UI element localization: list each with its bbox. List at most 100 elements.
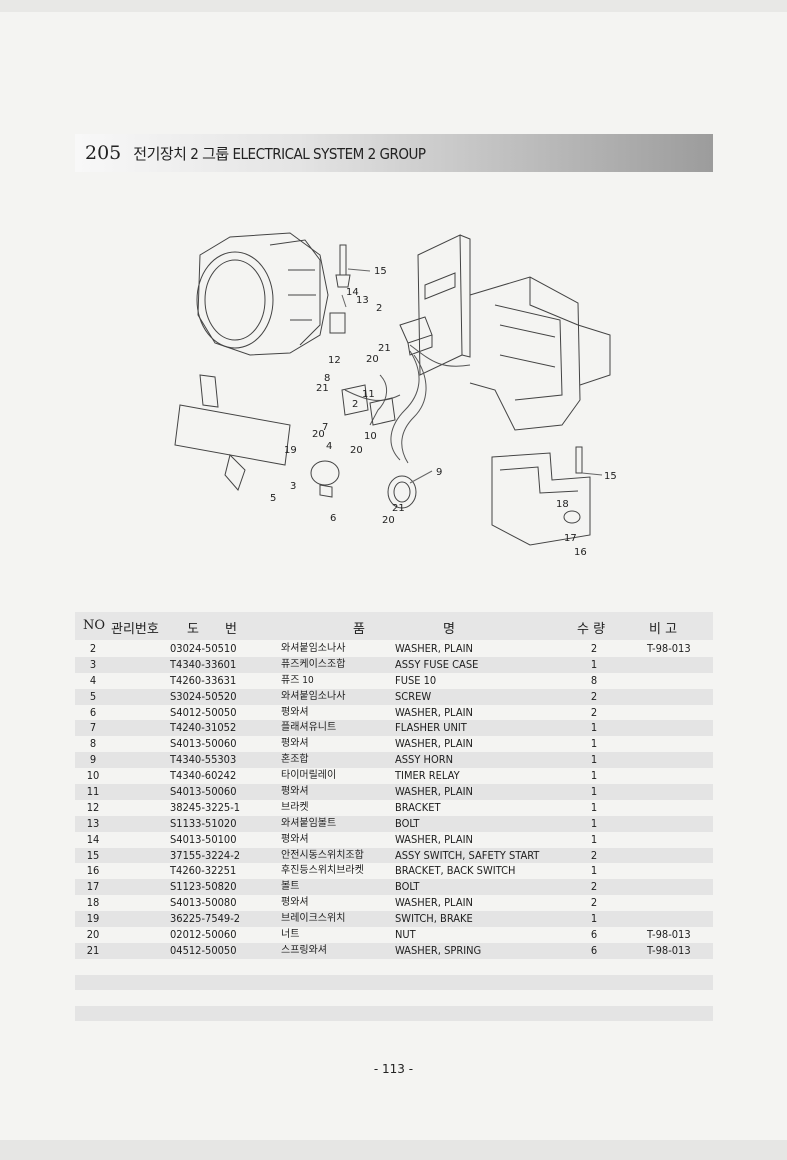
part-name-korean: 와셔붙임소나사 [281, 643, 346, 654]
empty-table-band [75, 975, 713, 990]
quantity: 1 [590, 832, 598, 846]
part-name-korean: 혼조합 [281, 754, 309, 766]
header-mgmt-number: 관리번호 [111, 622, 159, 637]
callout-9: 9 [436, 467, 442, 478]
row-number: 11 [86, 785, 100, 799]
empty-table-band [75, 1006, 713, 1021]
parts-table-header: NO 관리번호 도 번 품 명 수 량 비 고 [75, 612, 713, 640]
chassis-frame-illustration [469, 276, 611, 431]
part-name-english: WASHER, PLAIN [395, 705, 473, 719]
part-name-english: WASHER, PLAIN [395, 737, 473, 751]
section-title: 전기장치 2 그룹 ELECTRICAL SYSTEM 2 GROUP [133, 144, 426, 163]
page-edge-bottom [0, 1140, 787, 1160]
mounting-panel-illustration [417, 234, 471, 376]
row-number: 18 [86, 896, 100, 910]
part-name-english: BOLT [395, 880, 420, 894]
part-code: 38245-3225-1 [170, 800, 241, 814]
part-code: 03024-50510 [170, 642, 237, 655]
part-code: S4013-50080 [170, 896, 237, 910]
quantity: 1 [590, 657, 598, 671]
wiring-harness-illustration [344, 344, 471, 464]
remarks: T-98-013 [647, 928, 691, 942]
part-name-english: WASHER, SPRING [395, 943, 482, 957]
part-name-korean: 볼트 [281, 881, 300, 893]
part-name-korean: 와셔붙임소나사 [281, 690, 346, 702]
part-name-english: FLASHER UNIT [395, 721, 467, 735]
part-name-korean: 후진등스위치브라켓 [281, 865, 364, 877]
callout-7: 7 [322, 422, 328, 433]
callout-19: 19 [284, 445, 297, 456]
part-code: S4012-50050 [170, 705, 237, 719]
row-number: 3 [89, 657, 97, 671]
part-name-english: WASHER, PLAIN [395, 896, 473, 910]
part-name-english: BOLT [395, 816, 420, 830]
row-number: 14 [86, 832, 100, 846]
callout-6: 6 [330, 513, 336, 524]
part-name-korean: 스프링와셔 [281, 944, 327, 956]
quantity: 2 [590, 642, 598, 655]
header-quantity: 수 량 [577, 622, 606, 637]
fuse-case-illustration [399, 316, 433, 356]
callout-15b: 15 [604, 471, 617, 482]
callout-3: 3 [290, 481, 296, 492]
callout-20c: 20 [350, 445, 363, 456]
row-number: 10 [86, 769, 100, 783]
callout-2: 2 [376, 303, 382, 314]
relay-disk-illustration [310, 460, 340, 498]
part-code: T4340-55303 [170, 753, 237, 767]
callout-21b: 21 [316, 383, 329, 394]
part-code: 37155-3224-2 [170, 848, 241, 862]
callout-13: 13 [356, 295, 369, 306]
callout-4: 4 [326, 441, 332, 452]
part-code: S4013-50060 [170, 785, 237, 799]
quantity: 1 [590, 753, 598, 767]
part-name-english: ASSY FUSE CASE [395, 657, 479, 671]
quantity: 1 [590, 816, 598, 830]
part-code: T4260-33631 [170, 673, 237, 687]
part-name-korean: 평와셔 [281, 706, 309, 718]
row-number: 8 [89, 737, 97, 751]
callout-21: 21 [378, 343, 391, 354]
part-name-korean: 브라켓 [281, 801, 309, 813]
part-name-english: WASHER, PLAIN [395, 785, 473, 799]
part-code: T4340-60242 [170, 769, 237, 783]
part-name-korean: 평와셔 [281, 897, 309, 909]
flasher-unit-illustration [341, 384, 396, 426]
part-name-korean: 브레이크스위치 [281, 913, 346, 925]
part-name-english: BRACKET, BACK SWITCH [395, 864, 516, 878]
part-code: T4340-33601 [170, 657, 237, 671]
part-name-english: TIMER RELAY [395, 769, 460, 783]
remarks: T-98-013 [647, 642, 691, 655]
part-name-korean: 퓨즈 10 [281, 674, 314, 686]
quantity: 1 [590, 864, 598, 878]
part-code: S4013-50060 [170, 737, 237, 751]
quantity: 6 [590, 943, 598, 957]
part-name-english: BRACKET [395, 800, 441, 814]
callout-21c: 21 [392, 503, 405, 514]
brake-switch-bracket-illustration [174, 374, 291, 491]
part-code: S4013-50100 [170, 832, 237, 846]
header-no: NO [83, 618, 106, 633]
part-name-korean: 와셔붙임볼트 [281, 817, 337, 829]
quantity: 1 [590, 769, 598, 783]
quantity: 2 [590, 880, 598, 894]
part-name-korean: 평와셔 [281, 786, 309, 798]
quantity: 2 [590, 896, 598, 910]
back-switch-bracket-illustration [491, 446, 591, 546]
part-code: 04512-50050 [170, 943, 237, 957]
callout-14: 14 [346, 287, 359, 298]
callout-8: 8 [324, 373, 330, 384]
part-name-korean: 안전시동스위치조합 [281, 849, 364, 861]
section-header: 205 전기장치 2 그룹 ELECTRICAL SYSTEM 2 GROUP [75, 134, 713, 172]
part-name-english: WASHER, PLAIN [395, 832, 473, 846]
row-number: 9 [89, 753, 97, 767]
row-number: 17 [86, 880, 100, 894]
